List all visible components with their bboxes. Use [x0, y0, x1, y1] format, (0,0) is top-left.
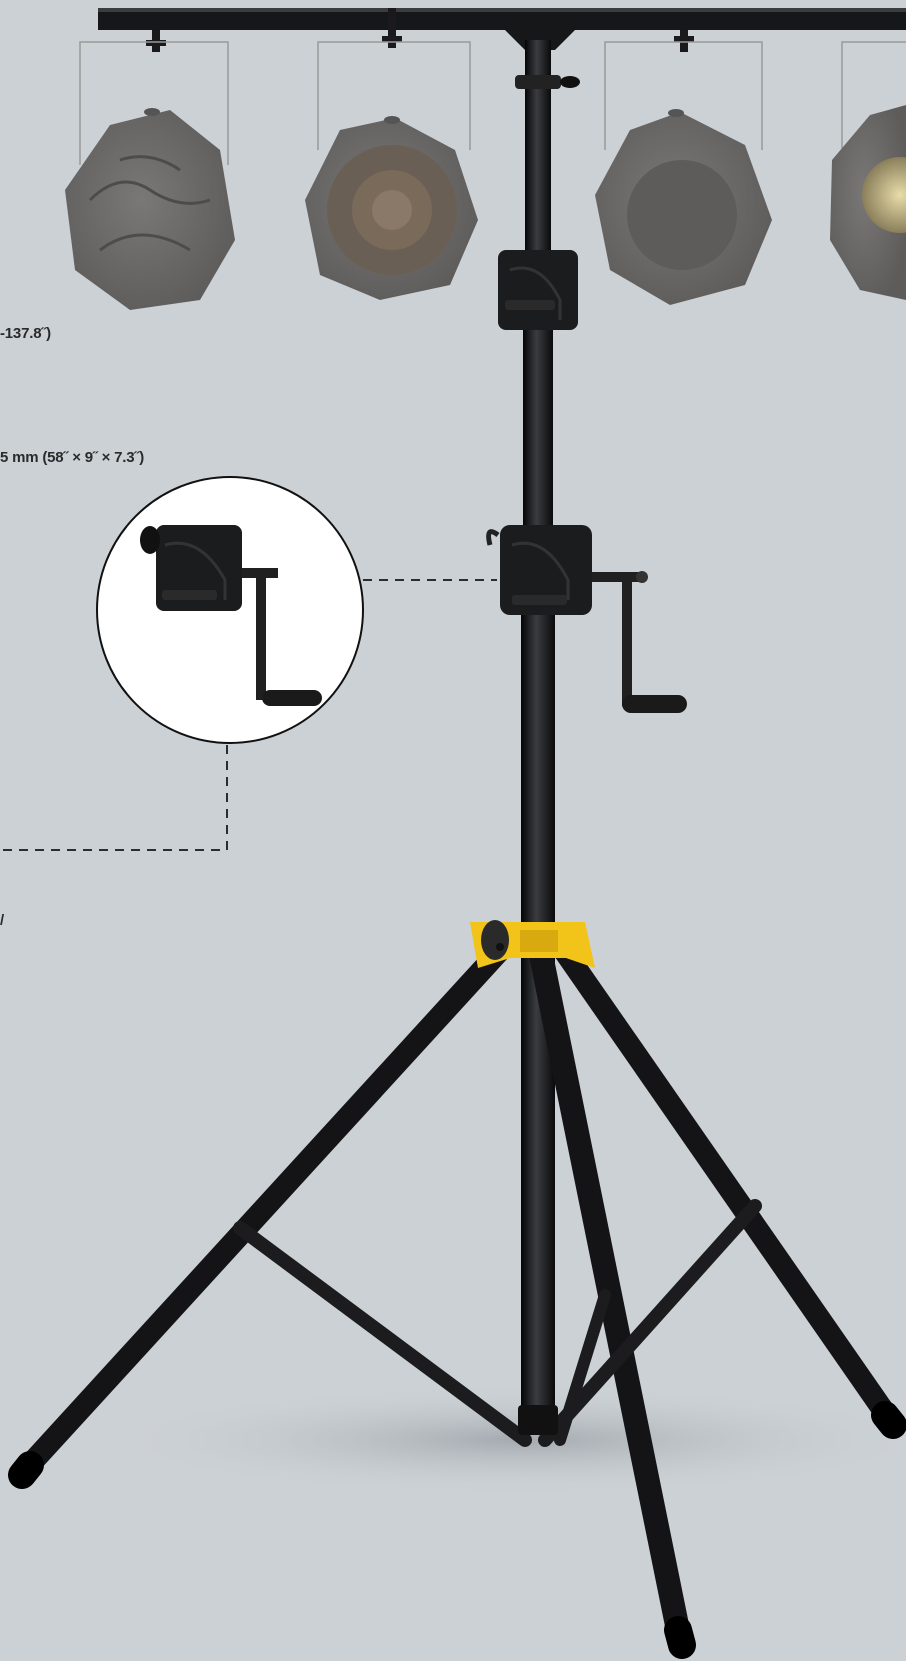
leader-lines: [0, 579, 497, 851]
par-can-3: [595, 41, 772, 305]
base-collar: [518, 1405, 558, 1435]
floor-shadow: [100, 1385, 906, 1495]
leg-lock-yoke: [470, 920, 595, 968]
caption-fragment: /: [0, 912, 4, 929]
detail-callout: [96, 476, 364, 744]
lower-crank-housing: [486, 525, 687, 713]
bar-clamps: [146, 8, 694, 52]
t-bar: [98, 8, 906, 30]
upper-crank-housing: [498, 250, 578, 330]
height-range-caption: -137.8˝): [0, 325, 51, 342]
par-can-1: [65, 41, 235, 310]
par-can-4: [830, 41, 906, 300]
packed-size-caption: 5 mm (58˝ × 9˝ × 7.3˝): [0, 449, 144, 466]
tripod-legs: [8, 934, 906, 1659]
middle-pole: [523, 330, 553, 530]
upper-pole: [525, 40, 551, 270]
par-can-2: [305, 41, 478, 300]
